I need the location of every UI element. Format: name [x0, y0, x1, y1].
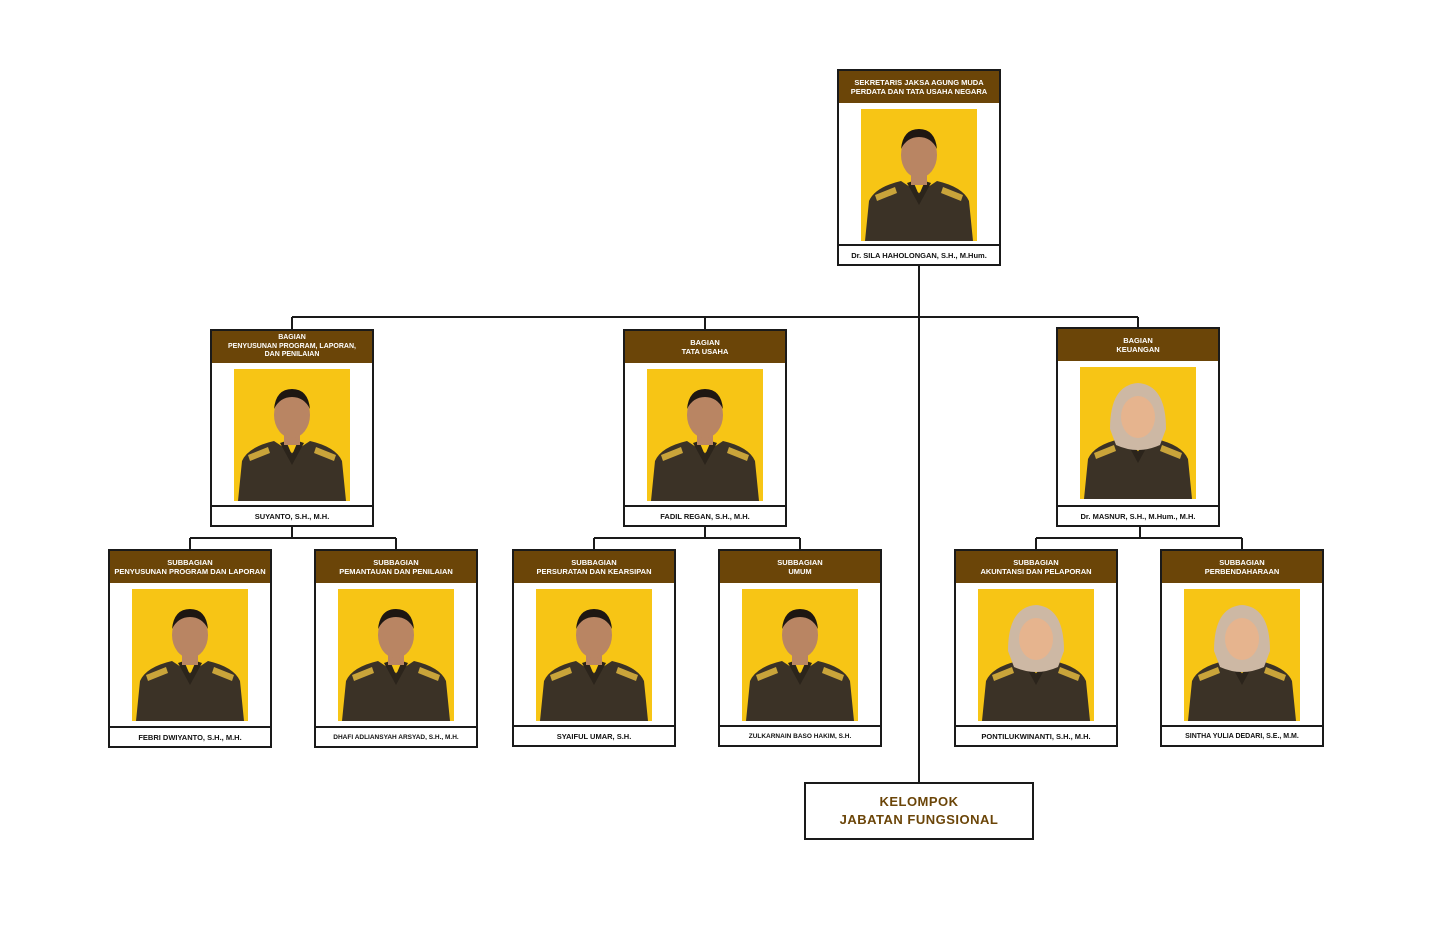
kelompok-jabatan-fungsional-box: KELOMPOK JABATAN FUNGSIONAL [804, 782, 1034, 840]
person-portrait-icon [338, 589, 454, 721]
official-name: FADIL REGAN, S.H., M.H. [625, 505, 785, 525]
person-portrait-icon [536, 589, 652, 721]
position-title-line: SUBBAGIAN [777, 558, 823, 567]
position-title-line: PENYUSUNAN PROGRAM DAN LAPORAN [114, 567, 266, 576]
position-title-line: SUBBAGIAN [373, 558, 419, 567]
official-name: FEBRI DWIYANTO, S.H., M.H. [110, 726, 270, 746]
fungsional-line-2: JABATAN FUNGSIONAL [839, 812, 999, 827]
person-portrait-icon [132, 589, 248, 721]
official-name: SINTHA YULIA DEDARI, S.E., M.M. [1162, 725, 1322, 745]
person-portrait-icon [234, 369, 350, 501]
position-title-line: PERSURATAN DAN KEARSIPAN [536, 567, 652, 576]
position-title-line: AKUNTANSI DAN PELAPORAN [980, 567, 1092, 576]
official-name: DHAFI ADLIANSYAH ARSYAD, S.H., M.H. [316, 726, 476, 746]
position-title-line: PEMANTAUAN DAN PENILAIAN [339, 567, 453, 576]
position-title-line: SUBBAGIAN [167, 558, 213, 567]
position-title-line: TATA USAHA [681, 347, 729, 356]
position-title-line: BAGIAN [278, 334, 306, 342]
position-title-line: KEUANGAN [1116, 345, 1160, 354]
official-name: PONTILUKWINANTI, S.H., M.H. [956, 725, 1116, 745]
position-title-line: SUBBAGIAN [1013, 558, 1059, 567]
fungsional-line-1: KELOMPOK [879, 794, 959, 810]
position-title-line: DAN PENILAIAN [264, 351, 320, 359]
position-title-line: PERBENDAHARAAN [1204, 567, 1280, 576]
position-title-line: SUBBAGIAN [1219, 558, 1265, 567]
position-title-line: PERDATA DAN TATA USAHA NEGARA [850, 87, 988, 96]
position-title-line: UMUM [788, 567, 812, 576]
person-portrait-icon [647, 369, 763, 501]
position-title-line: SEKRETARIS JAKSA AGUNG MUDA [854, 78, 984, 87]
person-portrait-icon [742, 589, 858, 721]
position-title-line: BAGIAN [690, 338, 720, 347]
person-portrait-hijab-icon [978, 589, 1094, 721]
official-name: SUYANTO, S.H., M.H. [212, 505, 372, 525]
official-name: ZULKARNAIN BASO HAKIM, S.H. [720, 725, 880, 745]
position-title-line: BAGIAN [1123, 336, 1153, 345]
position-title-line: PENYUSUNAN PROGRAM, LAPORAN, [228, 342, 356, 350]
position-title-line: SUBBAGIAN [571, 558, 617, 567]
person-portrait-hijab-icon [1080, 367, 1196, 499]
person-portrait-hijab-icon [1184, 589, 1300, 721]
official-name: SYAIFUL UMAR, S.H. [514, 725, 674, 745]
official-name: Dr. SILA HAHOLONGAN, S.H., M.Hum. [839, 244, 999, 264]
person-portrait-icon [861, 109, 977, 241]
official-name: Dr. MASNUR, S.H., M.Hum., M.H. [1058, 505, 1218, 525]
